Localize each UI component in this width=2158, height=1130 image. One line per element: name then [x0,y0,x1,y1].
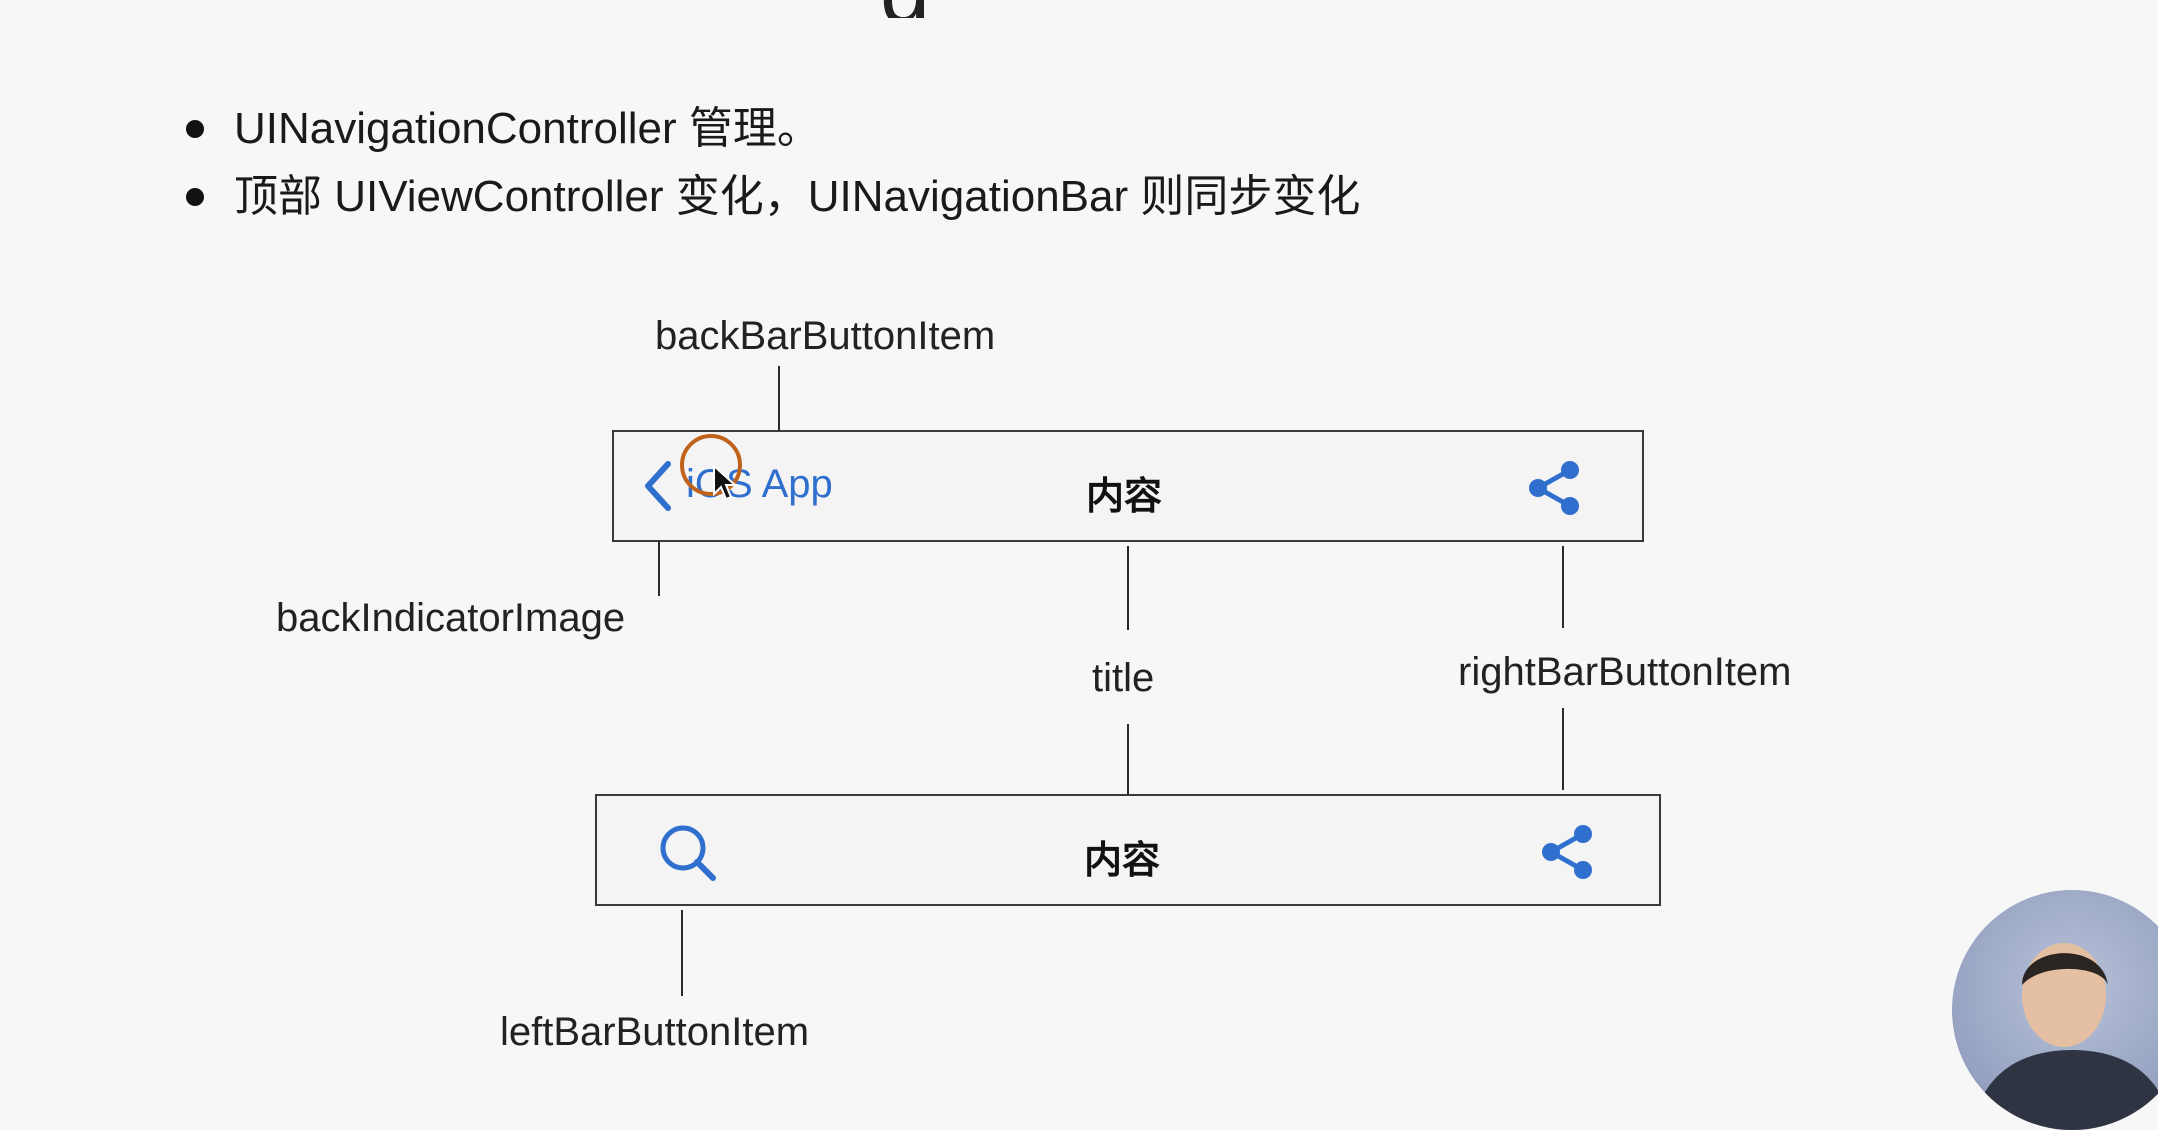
back-indicator-image-connector [658,518,660,596]
bullet-list: UINavigationController 管理。 顶部 UIViewCont… [186,95,1360,231]
slide-title-fragment: g [880,0,1140,18]
bullet-text: 顶部 UIViewController 变化，UINavigationBar 则… [234,172,1361,221]
right-bar-button-item-connector-bottom [1562,708,1564,790]
top-bar-title: 内容 [1086,476,1163,518]
back-bar-button-item-label: backBarButtonItem [655,314,996,358]
title-connector-top [1127,546,1129,630]
bullet-dot [186,120,204,138]
title-connector-bottom [1127,724,1129,808]
back-indicator-image-label: backIndicatorImage [276,596,626,640]
bullet-item: UINavigationController 管理。 [186,95,1360,163]
bullet-item: 顶部 UIViewController 变化，UINavigationBar 则… [186,163,1360,231]
right-bar-button-item-label: rightBarButtonItem [1458,650,1792,694]
right-bar-button-item-connector-top [1562,546,1564,628]
bottom-bar-title: 内容 [1084,840,1161,882]
bottom-navigation-bar: 内容 [595,794,1661,906]
presenter-avatar [1952,890,2158,1130]
chevron-left-icon[interactable] [640,460,674,512]
top-navigation-bar: iOS App 内容 [612,430,1644,542]
bullet-dot [186,188,204,206]
bullet-text: UINavigationController 管理。 [234,104,821,153]
presenter-silhouette-icon [1972,943,2158,1130]
share-icon[interactable] [1537,822,1597,882]
cursor-highlight-ring [680,434,742,496]
title-label: title [1092,656,1155,700]
left-bar-button-item-connector [681,910,683,996]
left-bar-button-item-label: leftBarButtonItem [500,1010,810,1054]
search-icon[interactable] [657,822,719,884]
back-bar-button-item-connector [778,366,780,452]
mouse-cursor-icon [713,464,738,501]
share-icon[interactable] [1524,458,1584,518]
